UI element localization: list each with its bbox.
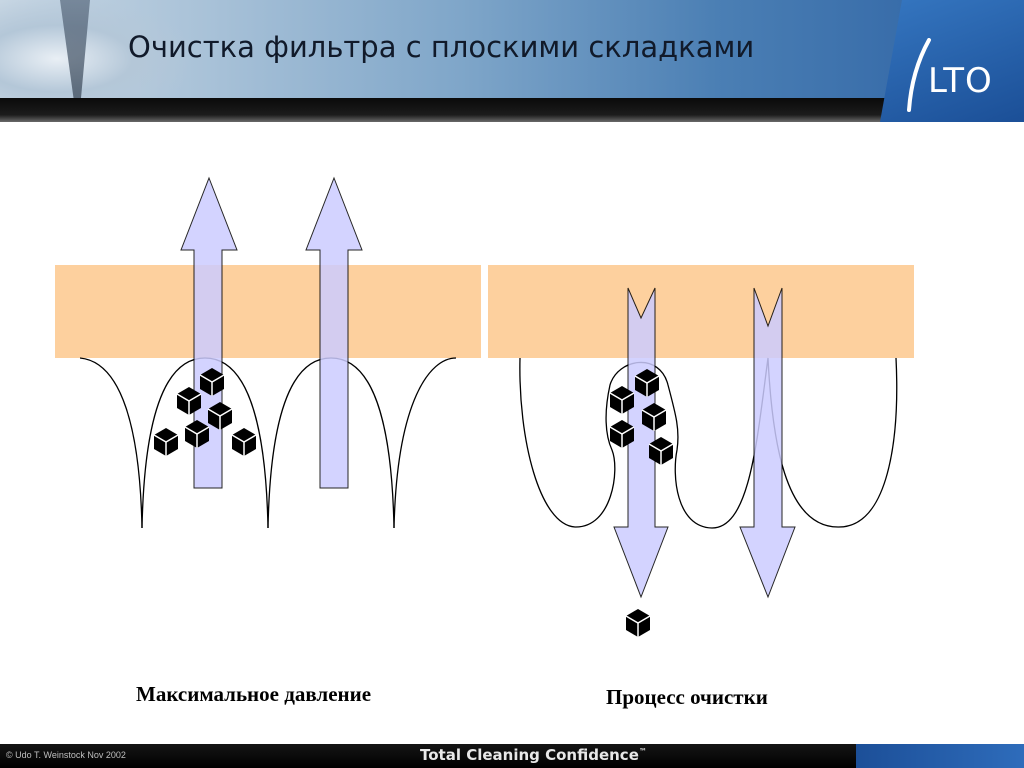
filter-medium-band-right xyxy=(488,265,914,358)
arrow-up-icon xyxy=(305,176,363,489)
header-black-band xyxy=(0,98,1024,122)
trademark-symbol: ™ xyxy=(638,747,647,756)
filter-medium-band-left xyxy=(55,265,481,358)
sky-image xyxy=(0,0,190,98)
footer-tagline: Total Cleaning Confidence™ xyxy=(420,746,647,764)
filter-cleaning-diagram xyxy=(55,176,914,638)
pleat-outline-left xyxy=(79,357,457,529)
copyright-text: © Udo T. Weinstock Nov 2002 xyxy=(6,750,126,760)
cube-particle-icon xyxy=(231,427,257,457)
logo-panel xyxy=(880,0,1024,122)
tagline-text: Total Cleaning Confidence xyxy=(420,746,639,764)
arrow-down-icon xyxy=(739,287,796,599)
cube-particle-icon xyxy=(625,608,651,638)
alto-logo-swoosh-icon xyxy=(907,38,931,112)
alto-logo: LTO xyxy=(928,61,993,101)
header-banner xyxy=(0,0,1024,98)
cube-particle-icon xyxy=(153,427,179,457)
footer-accent xyxy=(856,744,1024,768)
pleat-outline-right xyxy=(519,357,898,529)
footer-bar xyxy=(0,744,1024,768)
caption-cleaning-process: Процесс очистки xyxy=(606,685,768,709)
slide-title: Очистка фильтра с плоскими складками xyxy=(128,30,755,64)
caption-max-pressure: Максимальное давление xyxy=(136,682,372,706)
arrow-down-icon xyxy=(613,287,669,599)
